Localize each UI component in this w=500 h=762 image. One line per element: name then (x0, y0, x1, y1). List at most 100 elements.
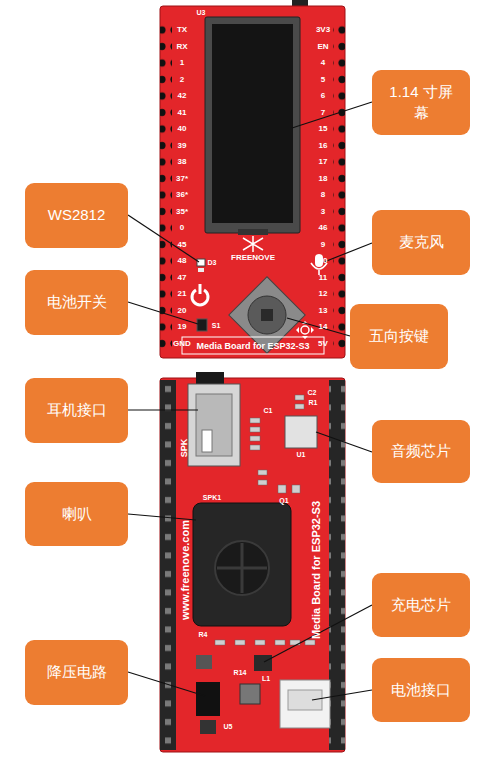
logo-mark (243, 236, 263, 252)
pin-label: 38 (178, 158, 187, 166)
pin-label: 36* (176, 191, 188, 199)
callout-text: 电池接口 (391, 680, 451, 700)
callout-text: 电池开关 (47, 292, 107, 312)
pin-label: 47 (178, 274, 187, 282)
pin-label: 10 (319, 257, 328, 265)
battery-switch (197, 319, 207, 331)
callout-box: 麦克风 (372, 210, 470, 275)
part-label: Q1 (279, 497, 288, 504)
board-name: Media Board for ESP32-S3 (196, 342, 309, 351)
led-pad (198, 268, 204, 272)
pin-label: 37* (176, 175, 188, 183)
pin-label: 19 (178, 323, 187, 331)
part-label: SPK (180, 439, 189, 458)
pin-label: 9 (321, 241, 325, 249)
part-label: R14 (234, 669, 247, 676)
part-label: S1 (212, 322, 221, 329)
pin-label: 11 (319, 274, 327, 282)
pin-label: 4 (321, 59, 325, 67)
pin-label: 41 (178, 109, 187, 117)
step-down-part (196, 682, 220, 716)
pin-holes-left (160, 22, 172, 352)
speaker-cone (215, 541, 269, 595)
callout-text: 音频芯片 (391, 441, 451, 461)
board-name: Media Board for ESP32-S3 (311, 501, 322, 639)
pin-label: 35* (176, 208, 188, 216)
battery-connector (280, 680, 330, 728)
pin-label: 48 (178, 257, 187, 265)
part-label: R1 (309, 399, 318, 406)
battery-socket (288, 690, 322, 710)
callout-text: 降压电路 (47, 662, 107, 682)
screen-tab (238, 229, 268, 235)
part-label: U1 (297, 451, 306, 458)
pin-label: 17 (319, 158, 328, 166)
callout-box: 充电芯片 (372, 573, 470, 637)
mic-icon (311, 254, 327, 275)
pin-label: 18 (319, 175, 328, 183)
callout-box: 五向按键 (350, 304, 448, 369)
pin-label: 3V3 (316, 26, 330, 34)
audio-jack-pad (202, 430, 212, 452)
part-label: U3 (197, 9, 206, 16)
charge-chip (254, 655, 272, 671)
pin-label: 21 (178, 290, 187, 298)
part-label: R4 (199, 631, 208, 638)
callout-box: 1.14 寸屏幕 (372, 70, 470, 135)
pin-label: 14 (319, 323, 328, 331)
callout-text: 麦克风 (399, 232, 444, 252)
header-left (160, 380, 176, 750)
inductor (240, 684, 260, 704)
speaker-cross (217, 543, 267, 593)
front-board (160, 6, 345, 358)
callout-box: 音频芯片 (372, 420, 470, 483)
name-band (182, 337, 324, 354)
pin-label: TX (177, 26, 187, 34)
pin-label: 42 (178, 92, 187, 100)
screen (212, 24, 293, 223)
part-label: U5 (224, 723, 233, 730)
part-label: C1 (264, 407, 273, 414)
screen-frame (205, 17, 300, 233)
regulator (200, 720, 216, 734)
callout-box: 喇叭 (25, 482, 128, 546)
part-label: D3 (208, 259, 217, 266)
pin-label: 13 (319, 307, 328, 315)
pin-label: GND (173, 340, 191, 348)
pin-label: 46 (319, 224, 328, 232)
pin-label: 2 (180, 76, 184, 84)
audio-chip (285, 416, 317, 448)
callout-text: 耳机接口 (47, 400, 107, 420)
crystal (196, 655, 212, 669)
pin-label: 16 (319, 142, 328, 150)
audio-jack (188, 384, 240, 466)
callout-box: 耳机接口 (25, 378, 128, 443)
callout-box: WS2812 (25, 183, 128, 248)
part-label: C2 (308, 389, 317, 396)
pin-label: 3 (321, 208, 325, 216)
website-label: www.freenove.com (180, 520, 191, 620)
callout-text: 充电芯片 (391, 595, 451, 615)
pin-label: 8 (321, 191, 325, 199)
callout-text: WS2812 (48, 205, 106, 225)
pin-label: EN (317, 43, 328, 51)
pin-label: 1 (180, 59, 184, 67)
pin-label: 39 (178, 142, 187, 150)
callout-box: 降压电路 (25, 640, 128, 705)
pin-holes-right (333, 22, 345, 352)
pin-label: 0 (180, 224, 184, 232)
pin-label: 7 (321, 109, 325, 117)
back-board (160, 378, 345, 752)
brand-label: FREENOVE (231, 254, 275, 262)
pin-label: RX (176, 43, 187, 51)
callout-text: 1.14 寸屏幕 (382, 82, 460, 123)
part-label: L1 (262, 675, 270, 682)
pin-label: 20 (178, 307, 187, 315)
pin-label: 5V (318, 340, 328, 348)
pin-label: 40 (178, 125, 187, 133)
pin-label: 45 (178, 241, 187, 249)
power-icon-bar (199, 284, 202, 294)
pin-label: 6 (321, 92, 325, 100)
pin-label: 5 (321, 76, 325, 84)
callout-text: 喇叭 (62, 504, 92, 524)
